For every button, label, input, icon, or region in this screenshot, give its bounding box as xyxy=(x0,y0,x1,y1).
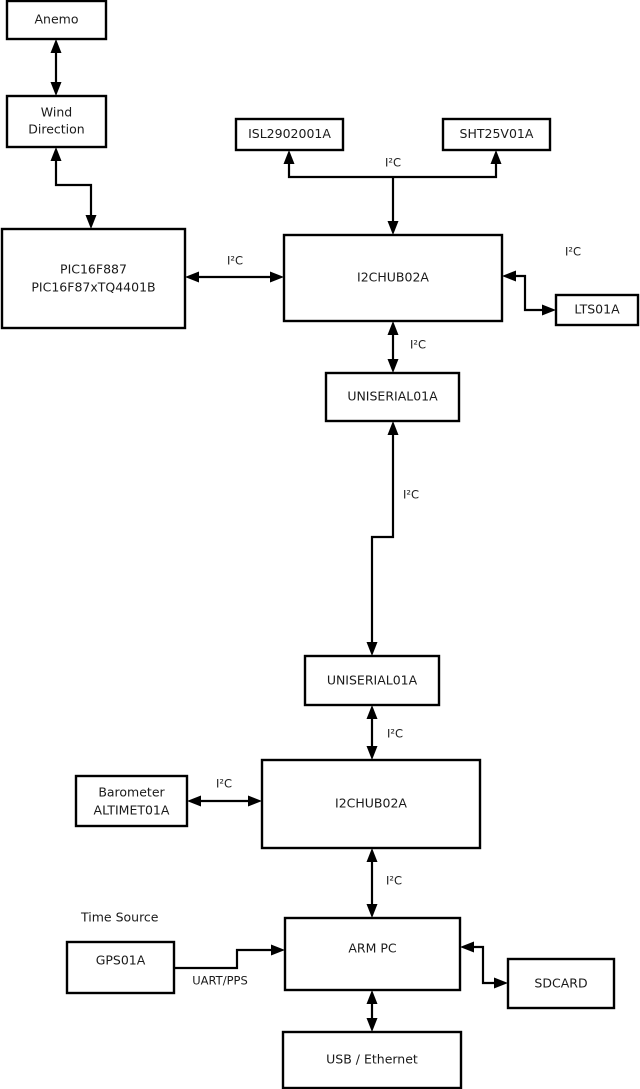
node-uniserial01a-top[interactable]: UNISERIAL01A xyxy=(324,371,461,423)
node-barometer-altimet01a[interactable]: Barometer ALTIMET01A xyxy=(74,774,189,828)
node-label-hub-top: I2CHUB02A xyxy=(357,270,429,285)
node-wind-direction[interactable]: Wind Direction xyxy=(5,94,108,149)
node-usb-ethernet[interactable]: USB / Ethernet xyxy=(281,1030,463,1089)
node-label-sht: SHT25V01A xyxy=(460,126,534,141)
edge-label-isl-sht-branch: I²C xyxy=(385,156,401,170)
connector-hub-isl-sht: I²C xyxy=(283,150,502,235)
node-i2chub02a-top[interactable]: I2CHUB02A xyxy=(282,233,504,323)
edge-label-gps-armpc: UART/PPS xyxy=(192,974,248,988)
node-i2chub02a-bottom[interactable]: I2CHUB02A xyxy=(260,758,482,850)
node-anemo[interactable]: Anemo xyxy=(5,0,108,41)
edge-label-pic-hub: I²C xyxy=(227,254,243,268)
label-time-source: Time Source xyxy=(80,910,159,925)
node-label-lts: LTS01A xyxy=(574,302,620,317)
node-label-armpc: ARM PC xyxy=(348,941,397,956)
connector-hub-lts: I²C xyxy=(502,245,581,316)
connector-barometer-hub: I²C xyxy=(187,777,262,807)
node-label-wind-direction-line2: Direction xyxy=(28,122,84,137)
node-label-barometer-line2: ALTIMET01A xyxy=(94,803,170,818)
node-sdcard[interactable]: SDCARD xyxy=(506,957,616,1010)
edge-label-barometer-hub: I²C xyxy=(216,777,232,791)
node-label-anemo: Anemo xyxy=(35,12,79,27)
node-label-isl: ISL2902001A xyxy=(248,126,331,141)
connector-hub-uniserial-top: I²C xyxy=(387,321,426,373)
node-sht25v01a[interactable]: SHT25V01A xyxy=(441,117,552,152)
node-uniserial01a-bottom[interactable]: UNISERIAL01A xyxy=(303,654,441,707)
connector-armpc-sdcard xyxy=(460,941,508,989)
node-label-usbeth: USB / Ethernet xyxy=(326,1052,418,1067)
node-label-wind-direction-line1: Wind xyxy=(41,105,72,120)
connector-hub-armpc: I²C xyxy=(366,848,402,918)
edge-label-hub-armpc: I²C xyxy=(386,874,402,888)
connector-anemo-wind xyxy=(50,39,62,96)
node-arm-pc[interactable]: ARM PC xyxy=(283,916,462,992)
edge-label-uniserial-link: I²C xyxy=(403,488,419,502)
connector-uniserial-link: I²C xyxy=(366,421,419,656)
node-label-pic-line2: PIC16F87xTQ4401B xyxy=(31,280,155,295)
node-gps01a[interactable]: GPS01A xyxy=(65,940,176,995)
edge-label-hub-uniserial-top: I²C xyxy=(410,338,426,352)
connector-uniserial-hub-bottom: I²C xyxy=(366,705,403,760)
node-label-barometer-line1: Barometer xyxy=(98,785,165,800)
connector-armpc-usbeth xyxy=(366,990,378,1032)
connector-pic-hub-top: I²C xyxy=(185,254,284,283)
edge-label-uniserial-hub-bottom: I²C xyxy=(387,727,403,741)
node-lts01a[interactable]: LTS01A xyxy=(554,293,640,327)
node-label-pic-line1: PIC16F887 xyxy=(60,262,127,277)
node-label-hub-bottom: I2CHUB02A xyxy=(335,796,407,811)
node-label-uniserial-bottom: UNISERIAL01A xyxy=(327,673,418,688)
connector-gps-armpc: UART/PPS xyxy=(174,944,285,988)
node-isl2902001a[interactable]: ISL2902001A xyxy=(234,117,345,152)
edge-label-hub-lts: I²C xyxy=(565,245,581,259)
node-label-sdcard: SDCARD xyxy=(534,976,587,991)
node-label-gps: GPS01A xyxy=(96,953,146,968)
connector-wind-pic xyxy=(50,147,97,229)
node-pic16f887[interactable]: PIC16F887 PIC16F87xTQ4401B xyxy=(0,227,187,330)
node-label-uniserial-top: UNISERIAL01A xyxy=(347,389,438,404)
